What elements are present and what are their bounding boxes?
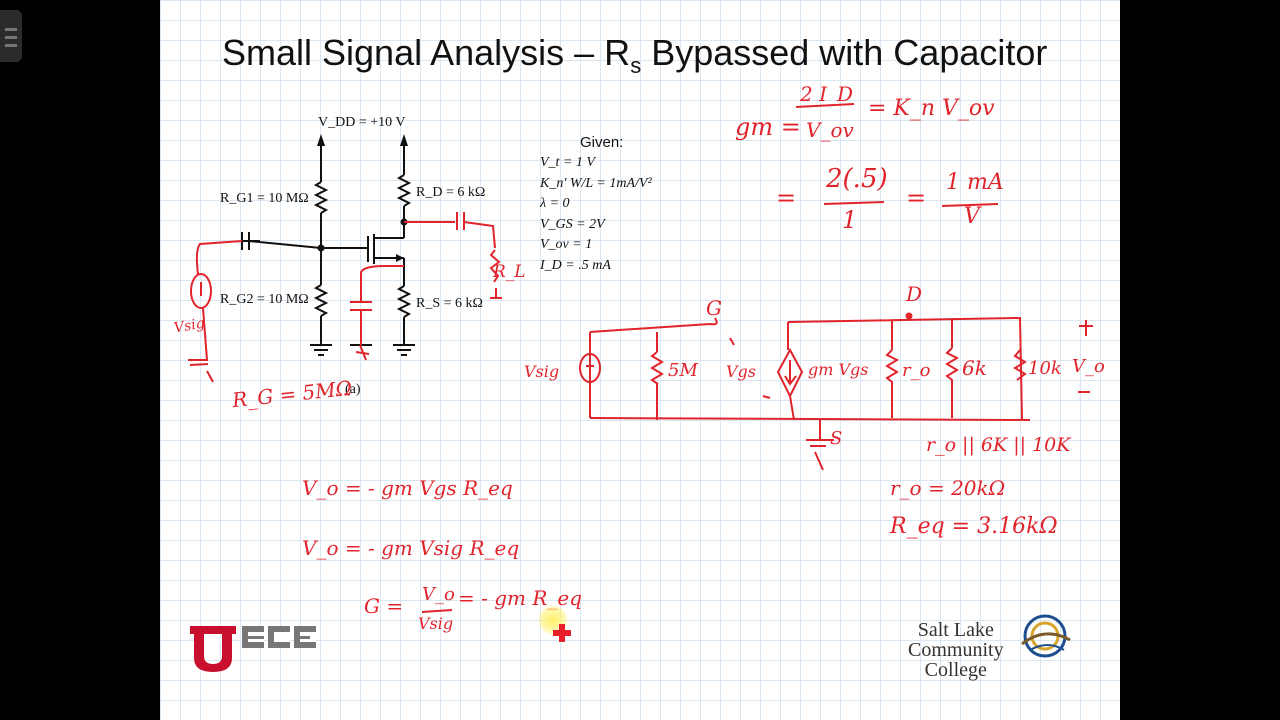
given-lambda: λ = 0 xyxy=(540,196,570,211)
r10k-ink: 10k xyxy=(1028,358,1062,379)
gm-calc-num: 2(.5) xyxy=(826,164,888,194)
gain-rhs-ink: = - gm R_eq xyxy=(458,586,583,610)
gain-lhs-ink: G = xyxy=(364,594,404,618)
gm-result-num: 1 mA xyxy=(946,170,1004,195)
handwritten-ink xyxy=(188,103,1093,613)
node-s-ink: S xyxy=(830,428,843,449)
slcc-line3: College xyxy=(924,659,987,681)
gm-calc-den: 1 xyxy=(842,206,858,234)
vo-eq1-ink: V_o = - gm Vgs R_eq xyxy=(302,476,513,500)
given-kn: K_n' W/L = 1mA/V² xyxy=(540,175,652,191)
circuit-drawing xyxy=(188,103,1093,613)
given-list: V_t = 1 V K_n' W/L = 1mA/V² λ = 0 V_GS =… xyxy=(540,153,652,276)
req-expr-ink: r_o || 6K || 10K xyxy=(926,434,1071,456)
player-toolbar-handle[interactable] xyxy=(0,10,22,62)
rg2-label: R_G2 = 10 MΩ xyxy=(220,292,309,307)
vo-eq2-ink: V_o = - gm Vsig R_eq xyxy=(302,536,520,560)
slcc-line2: Community xyxy=(908,639,1004,661)
given-vov: V_ov = 1 xyxy=(540,237,593,252)
gm-def-den: V_ov xyxy=(806,118,854,142)
req-val-ink: R_eq = 3.16kΩ xyxy=(890,514,1058,539)
slide-title: Small Signal Analysis – Rs Bypassed with… xyxy=(222,32,1048,79)
ro-val-ink: r_o = 20kΩ xyxy=(890,476,1006,500)
gm-def-num: 2 I_D xyxy=(800,82,854,106)
ro-ink: r_o xyxy=(902,360,931,381)
handle-grip-icon xyxy=(5,28,17,31)
figure-label: (a) xyxy=(345,382,361,397)
node-g-ink: G xyxy=(706,296,722,320)
slcc-logo: Salt Lake Community College xyxy=(908,620,1004,680)
gm-result-eq: = xyxy=(906,184,927,212)
gain-den-ink: Vsig xyxy=(418,614,454,633)
gain-num-ink: V_o xyxy=(422,584,455,605)
rg1-label: R_G1 = 10 MΩ xyxy=(220,191,309,206)
r5m-ink: 5M xyxy=(668,360,698,381)
given-id: I_D = .5 mA xyxy=(540,257,611,273)
vdd-label: V_DD = +10 V xyxy=(318,115,406,130)
gm-def-rhs: = K_n V_ov xyxy=(868,96,995,121)
handle-grip-icon xyxy=(5,36,17,39)
rs-label: R_S = 6 kΩ xyxy=(416,296,483,311)
vsig-model-ink: Vsig xyxy=(524,362,560,381)
utah-u-icon xyxy=(190,626,316,672)
handle-grip-icon xyxy=(5,44,17,47)
vo-ink: V_o xyxy=(1072,356,1105,377)
rl-ink: R_L xyxy=(493,262,526,282)
pointer-cursor-icon xyxy=(553,624,571,642)
vgs-ink: Vgs xyxy=(726,362,757,381)
rd-label: R_D = 6 kΩ xyxy=(416,185,486,200)
gm-result-den: V xyxy=(964,204,980,229)
printed-circuit xyxy=(241,134,415,356)
r6k-ink: 6k xyxy=(962,356,987,380)
given-vgs: V_GS = 2V xyxy=(540,216,605,232)
lecture-slide: Small Signal Analysis – Rs Bypassed with… xyxy=(160,0,1120,720)
node-d-ink: D xyxy=(906,282,923,306)
gm-calc-eq: = xyxy=(776,184,797,212)
given-heading: Given: xyxy=(580,134,624,151)
slcc-line1: Salt Lake xyxy=(917,619,994,641)
slcc-emblem-icon xyxy=(1021,614,1071,658)
gmvgs-ink: gm Vgs xyxy=(808,360,869,379)
gm-def-lhs: gm = xyxy=(735,113,801,141)
given-vt: V_t = 1 V xyxy=(540,155,595,170)
